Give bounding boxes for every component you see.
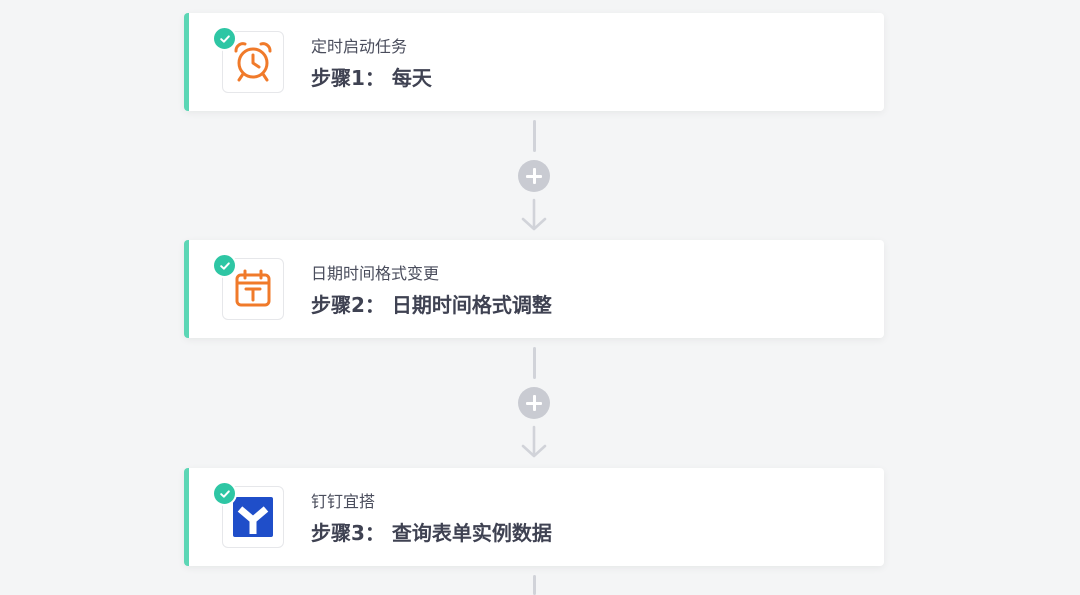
arrow-down-icon [521,425,547,458]
check-icon [212,253,237,278]
step-app-name: 定时启动任务 [311,37,408,56]
add-step-button[interactable] [518,160,550,192]
add-step-button[interactable] [518,387,550,419]
connector-line [532,120,536,152]
step-card-2[interactable]: 日期时间格式变更 步骤2： 日期时间格式调整 [184,240,884,338]
step-card-1[interactable]: 定时启动任务 步骤1： 每天 [184,13,884,111]
step-card-3[interactable]: 钉钉宜搭 步骤3： 查询表单实例数据 [184,468,884,566]
alarm-clock-icon [234,42,272,82]
step-title: 步骤2： 日期时间格式调整 [311,293,552,317]
yida-logo-icon [233,497,273,537]
connector-line [532,347,536,379]
step-app-name: 日期时间格式变更 [311,264,440,283]
step-icon-box [222,258,284,320]
step-connector [514,120,554,231]
calendar-format-icon [235,269,271,307]
step-title: 步骤1： 每天 [311,66,432,90]
step-connector [514,347,554,458]
connector-line [532,575,536,595]
check-icon [212,481,237,506]
arrow-down-icon [521,198,547,231]
step-app-name: 钉钉宜搭 [311,492,376,511]
check-icon [212,26,237,51]
step-title: 步骤3： 查询表单实例数据 [311,521,552,545]
